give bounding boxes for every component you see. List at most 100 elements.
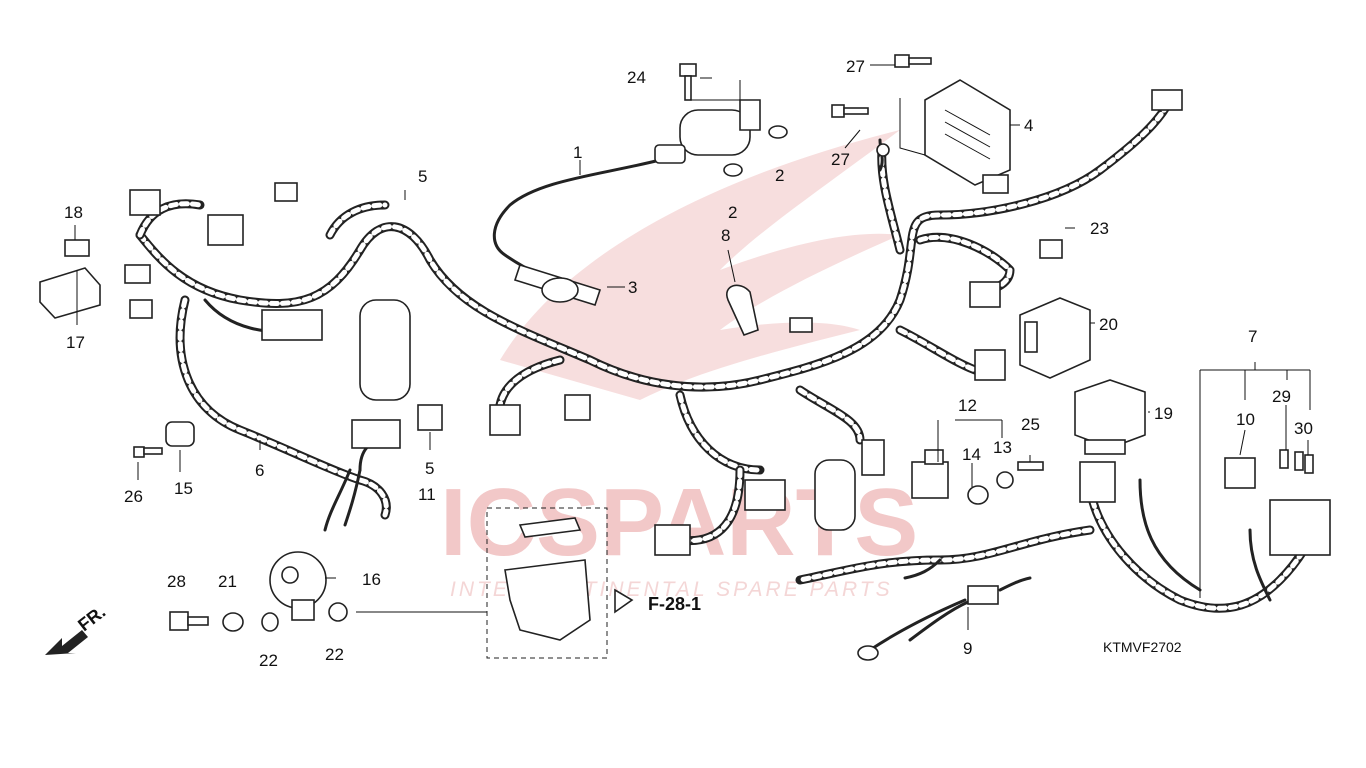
connector-top-left-icon bbox=[274, 182, 298, 202]
front-direction: FR. bbox=[45, 602, 109, 655]
reference-label: F-28-1 bbox=[648, 594, 701, 614]
callout-22-left: 22 bbox=[259, 651, 278, 670]
switch-12-icon bbox=[911, 461, 949, 499]
connector-left-2-icon bbox=[207, 214, 244, 246]
callout-5-bottom: 5 bbox=[425, 459, 434, 478]
connector-left-3-icon bbox=[124, 264, 151, 284]
fuse-holder-icon bbox=[1269, 499, 1331, 556]
connector-center-3-icon bbox=[654, 524, 691, 556]
connector-left-1-icon bbox=[129, 189, 161, 216]
bolt-27-top bbox=[894, 54, 932, 68]
clip-23-icon bbox=[1039, 239, 1063, 259]
connector-center-2-icon bbox=[564, 394, 591, 421]
starter-relay bbox=[1074, 379, 1146, 455]
bolt-27-top-icon bbox=[894, 54, 910, 68]
fuse-29-icon bbox=[1279, 449, 1289, 469]
fuse-18-icon bbox=[64, 239, 90, 257]
callout-20: 20 bbox=[1099, 315, 1118, 334]
clip-23 bbox=[1039, 239, 1063, 259]
ignition-coil-icon bbox=[679, 109, 751, 156]
cdi-unit bbox=[1019, 297, 1091, 379]
callout-19: 19 bbox=[1154, 404, 1173, 423]
screw-26-icon bbox=[133, 446, 145, 458]
callout-9: 9 bbox=[963, 639, 972, 658]
connector-7-icon bbox=[1079, 461, 1116, 503]
bolt-28-icon bbox=[169, 611, 189, 631]
callout-2-bottom: 2 bbox=[728, 203, 737, 222]
connector-center-left-icon bbox=[351, 419, 401, 449]
bolt-24-icon bbox=[679, 63, 697, 77]
right-sub-harness bbox=[795, 478, 1325, 613]
front-label: FR. bbox=[74, 602, 109, 636]
wire-9 bbox=[857, 576, 1032, 661]
callout-3: 3 bbox=[628, 278, 637, 297]
cdi-unit-icon bbox=[1019, 297, 1091, 379]
connector-center-6-icon bbox=[789, 317, 813, 333]
clamp-15-icon bbox=[165, 421, 195, 447]
condenser-right-icon bbox=[814, 459, 856, 531]
clamp-8-icon bbox=[726, 284, 759, 337]
bolt-24 bbox=[679, 63, 697, 101]
callout-6: 6 bbox=[255, 461, 264, 480]
callout-28: 28 bbox=[167, 572, 186, 591]
callout-30: 30 bbox=[1294, 419, 1313, 438]
connector-11-icon bbox=[417, 404, 443, 431]
callout-23: 23 bbox=[1090, 219, 1109, 238]
washer-2-top-icon bbox=[768, 125, 788, 139]
callout-14: 14 bbox=[962, 445, 981, 464]
callout-15: 15 bbox=[174, 479, 193, 498]
callout-2-top: 2 bbox=[775, 166, 784, 185]
ignition-coil bbox=[492, 99, 761, 277]
callouts: 1 2 2 3 4 5 5 6 7 8 9 10 11 12 13 14 15 … bbox=[64, 57, 1313, 670]
callout-11: 11 bbox=[418, 485, 436, 504]
washer-13-icon bbox=[996, 471, 1014, 489]
connector-right-icon bbox=[974, 349, 1006, 381]
bolt-28 bbox=[169, 611, 209, 631]
callout-13: 13 bbox=[993, 438, 1012, 457]
reference-arrow-icon bbox=[614, 588, 634, 614]
callout-21: 21 bbox=[218, 572, 237, 591]
washer-22-left-icon bbox=[261, 612, 279, 632]
condenser-left-icon bbox=[359, 299, 411, 401]
callout-29: 29 bbox=[1272, 387, 1291, 406]
callout-4: 4 bbox=[1024, 116, 1033, 135]
fuse-box-10-icon bbox=[1224, 457, 1256, 489]
callout-1: 1 bbox=[573, 143, 582, 162]
callout-5-top: 5 bbox=[418, 167, 427, 186]
starter-relay-icon bbox=[1074, 379, 1146, 449]
connector-center-5-icon bbox=[861, 439, 885, 476]
callout-12: 12 bbox=[958, 396, 977, 415]
connector-center-4-icon bbox=[744, 479, 786, 511]
ground-terminal-icon bbox=[857, 645, 879, 661]
connector-left-5-icon bbox=[261, 309, 323, 341]
spark-plug-cap bbox=[513, 264, 602, 306]
relay-17-icon bbox=[39, 267, 101, 319]
horn bbox=[269, 551, 327, 621]
bracket-icon bbox=[504, 559, 591, 641]
connector-left-4-icon bbox=[129, 299, 153, 319]
callout-16: 16 bbox=[362, 570, 381, 589]
bracket-reference: F-28-1 bbox=[486, 507, 701, 659]
connector-top-right-icon bbox=[1151, 89, 1183, 111]
callout-7: 7 bbox=[1248, 327, 1257, 346]
callout-18: 18 bbox=[64, 203, 83, 222]
connector-mid-right-icon bbox=[969, 281, 1001, 308]
leader-lines bbox=[74, 64, 1311, 630]
main-wire-harness bbox=[135, 95, 1175, 546]
regulator-rectifier-icon bbox=[924, 79, 1011, 186]
callout-25: 25 bbox=[1021, 415, 1040, 434]
front-arrow-icon bbox=[45, 630, 88, 655]
bolt-25-icon bbox=[1017, 461, 1044, 471]
callout-24: 24 bbox=[627, 68, 646, 87]
connector-9-icon bbox=[967, 585, 999, 605]
callout-22-right: 22 bbox=[325, 645, 344, 664]
callout-17: 17 bbox=[66, 333, 85, 352]
callout-27-mid: 27 bbox=[831, 150, 850, 169]
grommet-14-icon bbox=[967, 485, 989, 505]
washer-22-right-icon bbox=[328, 602, 348, 622]
callout-8: 8 bbox=[721, 226, 730, 245]
regulator-rectifier bbox=[924, 79, 1011, 194]
washer-2-bottom-icon bbox=[723, 163, 743, 177]
callout-26: 26 bbox=[124, 487, 143, 506]
